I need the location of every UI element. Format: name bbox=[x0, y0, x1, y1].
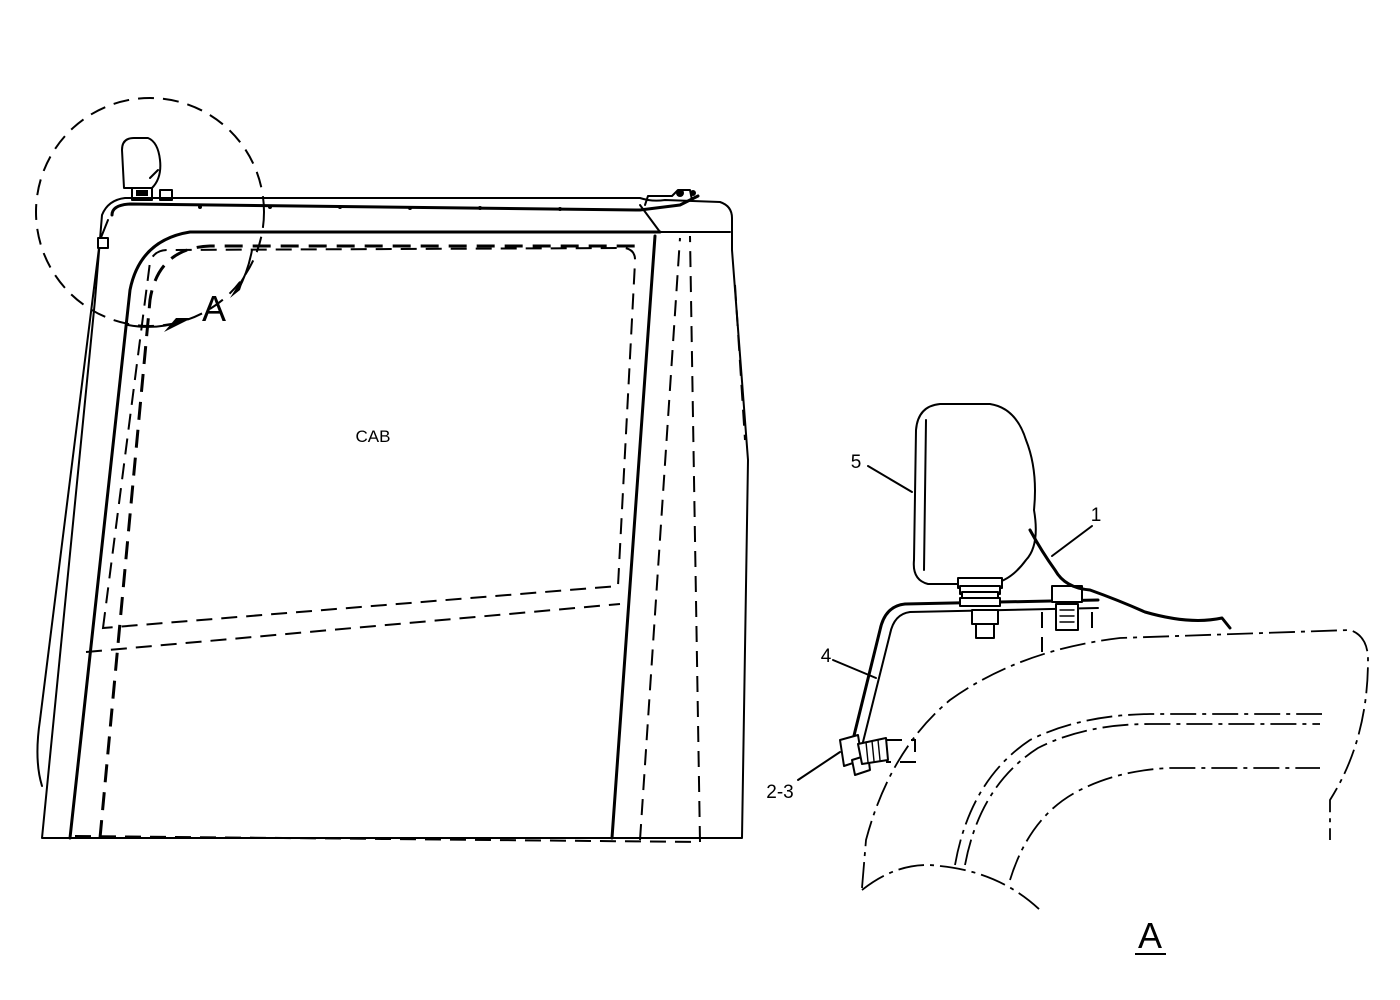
rear-wall-hinge-line bbox=[734, 284, 746, 441]
rear-wire-connector bbox=[644, 189, 693, 206]
fender-inner-arch-3 bbox=[1009, 767, 1320, 881]
lamp-wire bbox=[1028, 528, 1232, 630]
mounting-bracket-inner bbox=[857, 607, 1099, 763]
rear-door-post bbox=[610, 234, 657, 840]
lamp-stud-nut bbox=[971, 609, 999, 639]
door-belt-line bbox=[85, 603, 621, 653]
pillar-wire bbox=[36, 219, 109, 787]
rear-door-post-dashed bbox=[639, 237, 681, 841]
door-window-outline bbox=[101, 246, 637, 630]
detail-arrowhead-2 bbox=[164, 318, 192, 332]
callout-4: 4 bbox=[821, 646, 832, 667]
roof-wire-harness bbox=[110, 194, 700, 217]
bracket-bolt-right bbox=[1051, 585, 1083, 631]
lamp-lens-edge bbox=[923, 419, 927, 571]
cab-front-pillar bbox=[68, 230, 662, 840]
roof-lamp-small bbox=[121, 137, 173, 201]
door-dashed-rear bbox=[689, 235, 701, 843]
lamp-housing bbox=[912, 403, 1037, 585]
fender-outer-arch bbox=[861, 629, 1369, 889]
leader-4 bbox=[832, 659, 877, 679]
leader-5 bbox=[867, 465, 913, 493]
callout-1: 1 bbox=[1091, 505, 1102, 526]
bolt-2-3 bbox=[839, 734, 916, 776]
detail-a-view: 5 1 4 2-3 A bbox=[766, 403, 1369, 956]
cab-label: CAB bbox=[356, 427, 391, 446]
cab-view: A CAB bbox=[35, 97, 749, 843]
work-lamp bbox=[912, 403, 1037, 607]
detail-arrowhead-1 bbox=[230, 272, 246, 298]
leader-2-3 bbox=[797, 751, 841, 781]
detail-view-title: A bbox=[1138, 915, 1162, 956]
door-dashed-bottom bbox=[74, 835, 701, 843]
callout-2-3: 2-3 bbox=[766, 782, 793, 803]
detail-marker-label: A bbox=[202, 288, 226, 329]
detail-circle-a bbox=[35, 97, 265, 327]
fender-inner-arch-1 bbox=[954, 713, 1322, 866]
cab-outer-outline bbox=[41, 197, 749, 839]
leader-1 bbox=[1051, 525, 1093, 557]
fender-inner-arch-2 bbox=[964, 723, 1320, 866]
callout-5: 5 bbox=[851, 452, 862, 473]
door-dashed-outline bbox=[98, 244, 640, 839]
pillar-wire-clip bbox=[97, 237, 109, 249]
mounting-bracket bbox=[846, 598, 1100, 762]
lamp-bellows-mount bbox=[957, 577, 1003, 607]
fender-lower-edge bbox=[861, 864, 1041, 911]
